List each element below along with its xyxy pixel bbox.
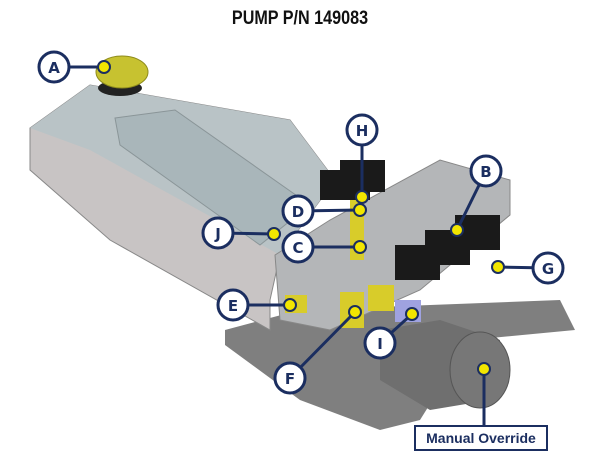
callout-dot-a xyxy=(97,60,111,74)
callout-c xyxy=(281,230,315,264)
callout-dots xyxy=(97,60,505,376)
callout-h xyxy=(345,113,379,147)
callout-label-a: A xyxy=(48,59,60,77)
callout-label-i: I xyxy=(377,335,383,353)
callout-a xyxy=(37,50,71,84)
callout-d xyxy=(281,194,315,228)
callout-dot-f xyxy=(348,305,362,319)
callout-label-d: D xyxy=(292,203,304,221)
callout-e xyxy=(216,288,250,322)
callout-dot-h xyxy=(355,190,369,204)
callout-label-b: B xyxy=(480,163,491,181)
callout-f xyxy=(273,361,307,395)
callout-dot-e xyxy=(283,298,297,312)
callout-dot-c xyxy=(353,240,367,254)
brass-fitting xyxy=(368,285,394,311)
callout-dot-j xyxy=(267,227,281,241)
callout-j xyxy=(201,216,235,250)
callout-i xyxy=(363,326,397,360)
callout-label-e: E xyxy=(228,297,238,315)
diagram-title: PUMP P/N 149083 xyxy=(231,8,369,29)
callout-label-f: F xyxy=(285,370,295,388)
callout-b xyxy=(469,154,503,188)
callout-dot-b xyxy=(450,223,464,237)
callout-label-g: G xyxy=(542,260,554,278)
callout-g xyxy=(531,251,565,285)
callout-dot-d xyxy=(353,203,367,217)
manual-override-label: Manual Override xyxy=(414,425,548,451)
callout-label-j: J xyxy=(214,225,221,243)
callout-dot-g xyxy=(491,260,505,274)
callout-label-c: C xyxy=(292,239,303,257)
callout-dot-i xyxy=(405,307,419,321)
callout-label-h: H xyxy=(356,122,369,140)
tank-panel xyxy=(114,109,311,246)
callout-dot-manual-override xyxy=(477,362,491,376)
